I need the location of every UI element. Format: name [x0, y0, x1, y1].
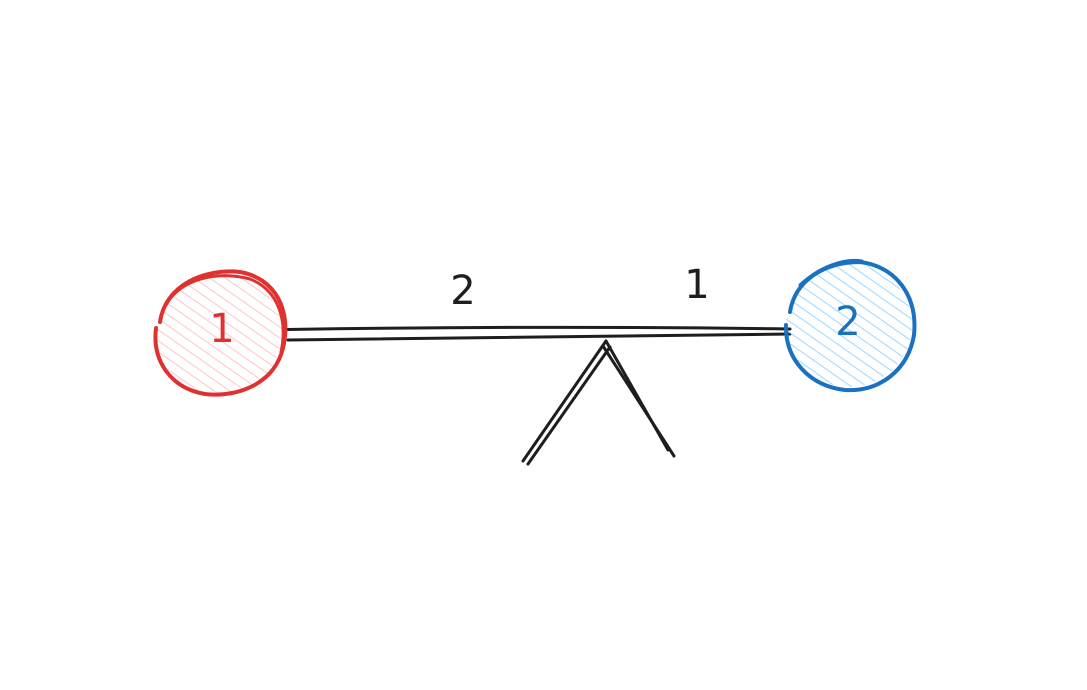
seesaw-beam: [285, 325, 792, 342]
left-mass-outline-overstroke: [164, 274, 285, 354]
fulcrum-left-leg-b: [526, 345, 612, 466]
beam-stroke-bottom: [286, 332, 792, 342]
right-arm-length-label: 1: [684, 262, 709, 308]
beam-stroke-top: [285, 325, 792, 331]
right-mass-fill: [786, 263, 912, 387]
fulcrum-right-leg-b: [601, 344, 676, 458]
left-mass-label: 1: [209, 306, 234, 352]
right-mass: 2: [783, 258, 917, 393]
right-mass-outline-overstroke: [798, 258, 864, 287]
left-mass: 1: [153, 269, 288, 397]
left-mass-fill: [156, 271, 282, 395]
right-mass-label: 2: [835, 299, 860, 345]
fulcrum: [521, 339, 676, 466]
fulcrum-left-leg-a: [521, 339, 608, 463]
left-arm-length-label: 2: [450, 268, 475, 314]
